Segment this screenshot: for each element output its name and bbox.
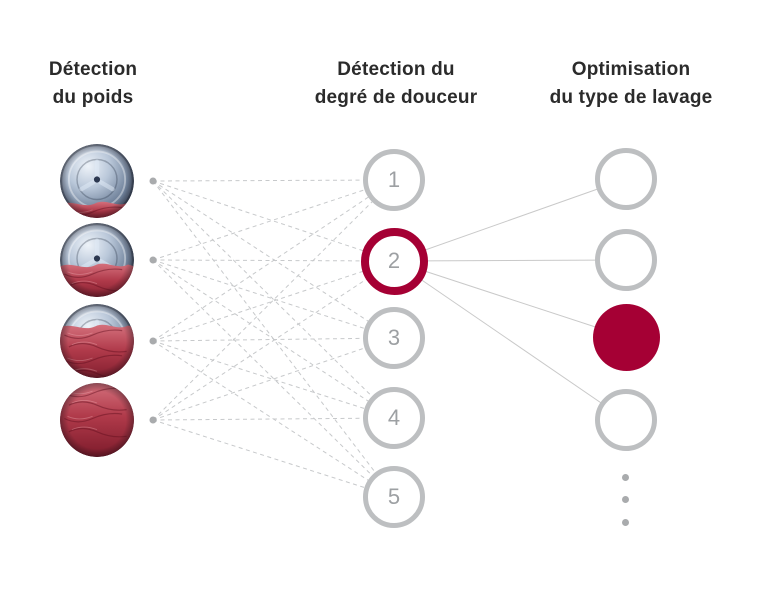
wash-type-node-1 [595, 148, 657, 210]
softness-node-4: 4 [363, 387, 425, 449]
title-line: du poids [52, 87, 134, 108]
column-title-softness-detection: Détection du degré de douceur [315, 56, 478, 112]
wash-type-node-2 [595, 229, 657, 291]
more-options-dot [622, 495, 629, 503]
softness-node-number: 4 [387, 405, 401, 430]
more-options-dot [622, 518, 629, 526]
title-line: Détection du [337, 59, 455, 80]
middle-to-right-solid-lines [393, 178, 627, 421]
laundry-load-photo-4 [60, 383, 134, 457]
title-line: Détection [48, 59, 138, 80]
left-to-middle-dashed-lines [152, 179, 395, 498]
wash-type-node-4 [595, 389, 657, 451]
laundry-load-photo-3 [60, 304, 134, 378]
title-line: degré de douceur [314, 87, 478, 108]
softness-node-1: 1 [363, 149, 425, 211]
softness-node-number: 3 [387, 325, 401, 350]
softness-node-2-selected: 2 [360, 227, 428, 295]
more-options-dot [622, 473, 629, 481]
softness-node-3: 3 [363, 307, 425, 369]
wash-type-node-3-selected [592, 303, 660, 371]
softness-node-number: 5 [387, 484, 401, 509]
title-line: du type de lavage [549, 87, 713, 108]
laundry-load-photo-2 [60, 223, 134, 297]
softness-node-number: 1 [387, 167, 401, 192]
column-title-wash-optimisation: Optimisation du type de lavage [550, 56, 713, 112]
softness-node-number: 2 [387, 248, 401, 273]
column-title-weight-detection: Détection du poids [49, 56, 137, 112]
laundry-load-photo-1 [60, 144, 134, 218]
softness-node-5: 5 [363, 466, 425, 528]
title-line: Optimisation [571, 59, 691, 80]
input-connector-dots [149, 177, 157, 424]
